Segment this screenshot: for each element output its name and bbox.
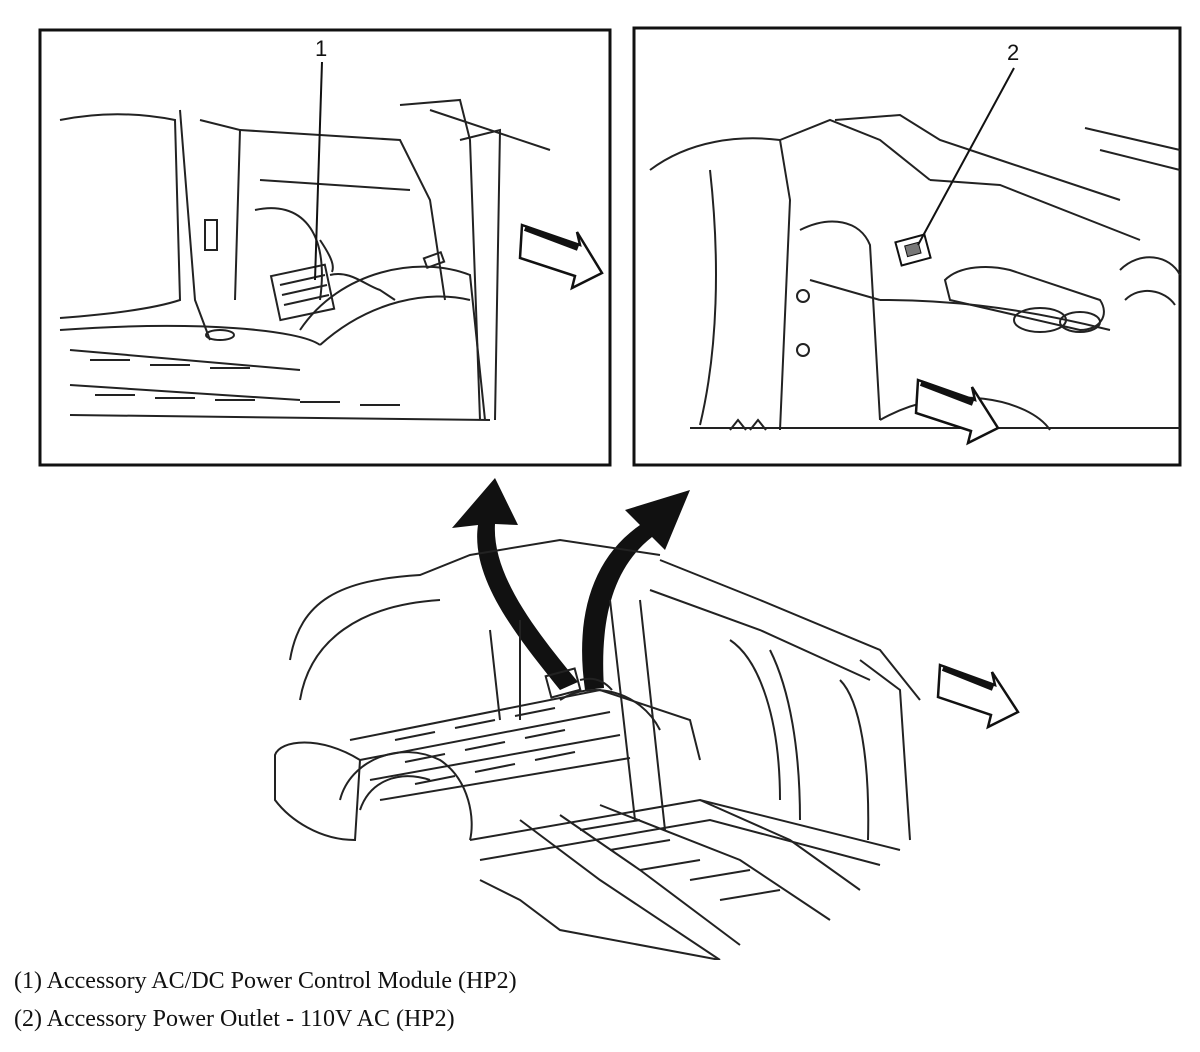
detail-view-right: 2: [632, 26, 1182, 467]
callout-2-label: 2: [1007, 40, 1019, 65]
legend-item-2-text: Accessory Power Outlet - 110V AC (HP2): [46, 1006, 455, 1032]
legend-item-1-text: Accessory AC/DC Power Control Module (HP…: [46, 968, 517, 994]
callout-2-leader: [917, 67, 1015, 246]
legend-item-1: (1) Accessory AC/DC Power Control Module…: [14, 962, 1164, 1000]
legend-item-2-number: (2): [14, 1006, 42, 1032]
component-legend: (1) Accessory AC/DC Power Control Module…: [14, 962, 1164, 1038]
forward-direction-arrow-left: [518, 223, 604, 291]
detail-view-left: 1: [38, 28, 612, 467]
power-outlet-110v-icon: [894, 233, 932, 267]
view-pointer-arrow-left: [452, 478, 578, 690]
vehicle-component-locator-diagram: 1: [38, 26, 1182, 960]
forward-direction-arrow-right: [914, 378, 1000, 446]
callout-1-leader: [314, 61, 323, 281]
forward-direction-arrow-vehicle: [936, 663, 1020, 730]
cargo-area-left-line-art: [59, 98, 551, 421]
cargo-trim-right-line-art: [649, 113, 1181, 431]
callout-1-label: 1: [315, 36, 327, 61]
legend-item-1-number: (1): [14, 968, 42, 994]
view-pointer-arrow-right: [582, 490, 690, 690]
legend-item-2: (2) Accessory Power Outlet - 110V AC (HP…: [14, 1000, 1164, 1038]
vehicle-body-overview: [274, 538, 921, 960]
